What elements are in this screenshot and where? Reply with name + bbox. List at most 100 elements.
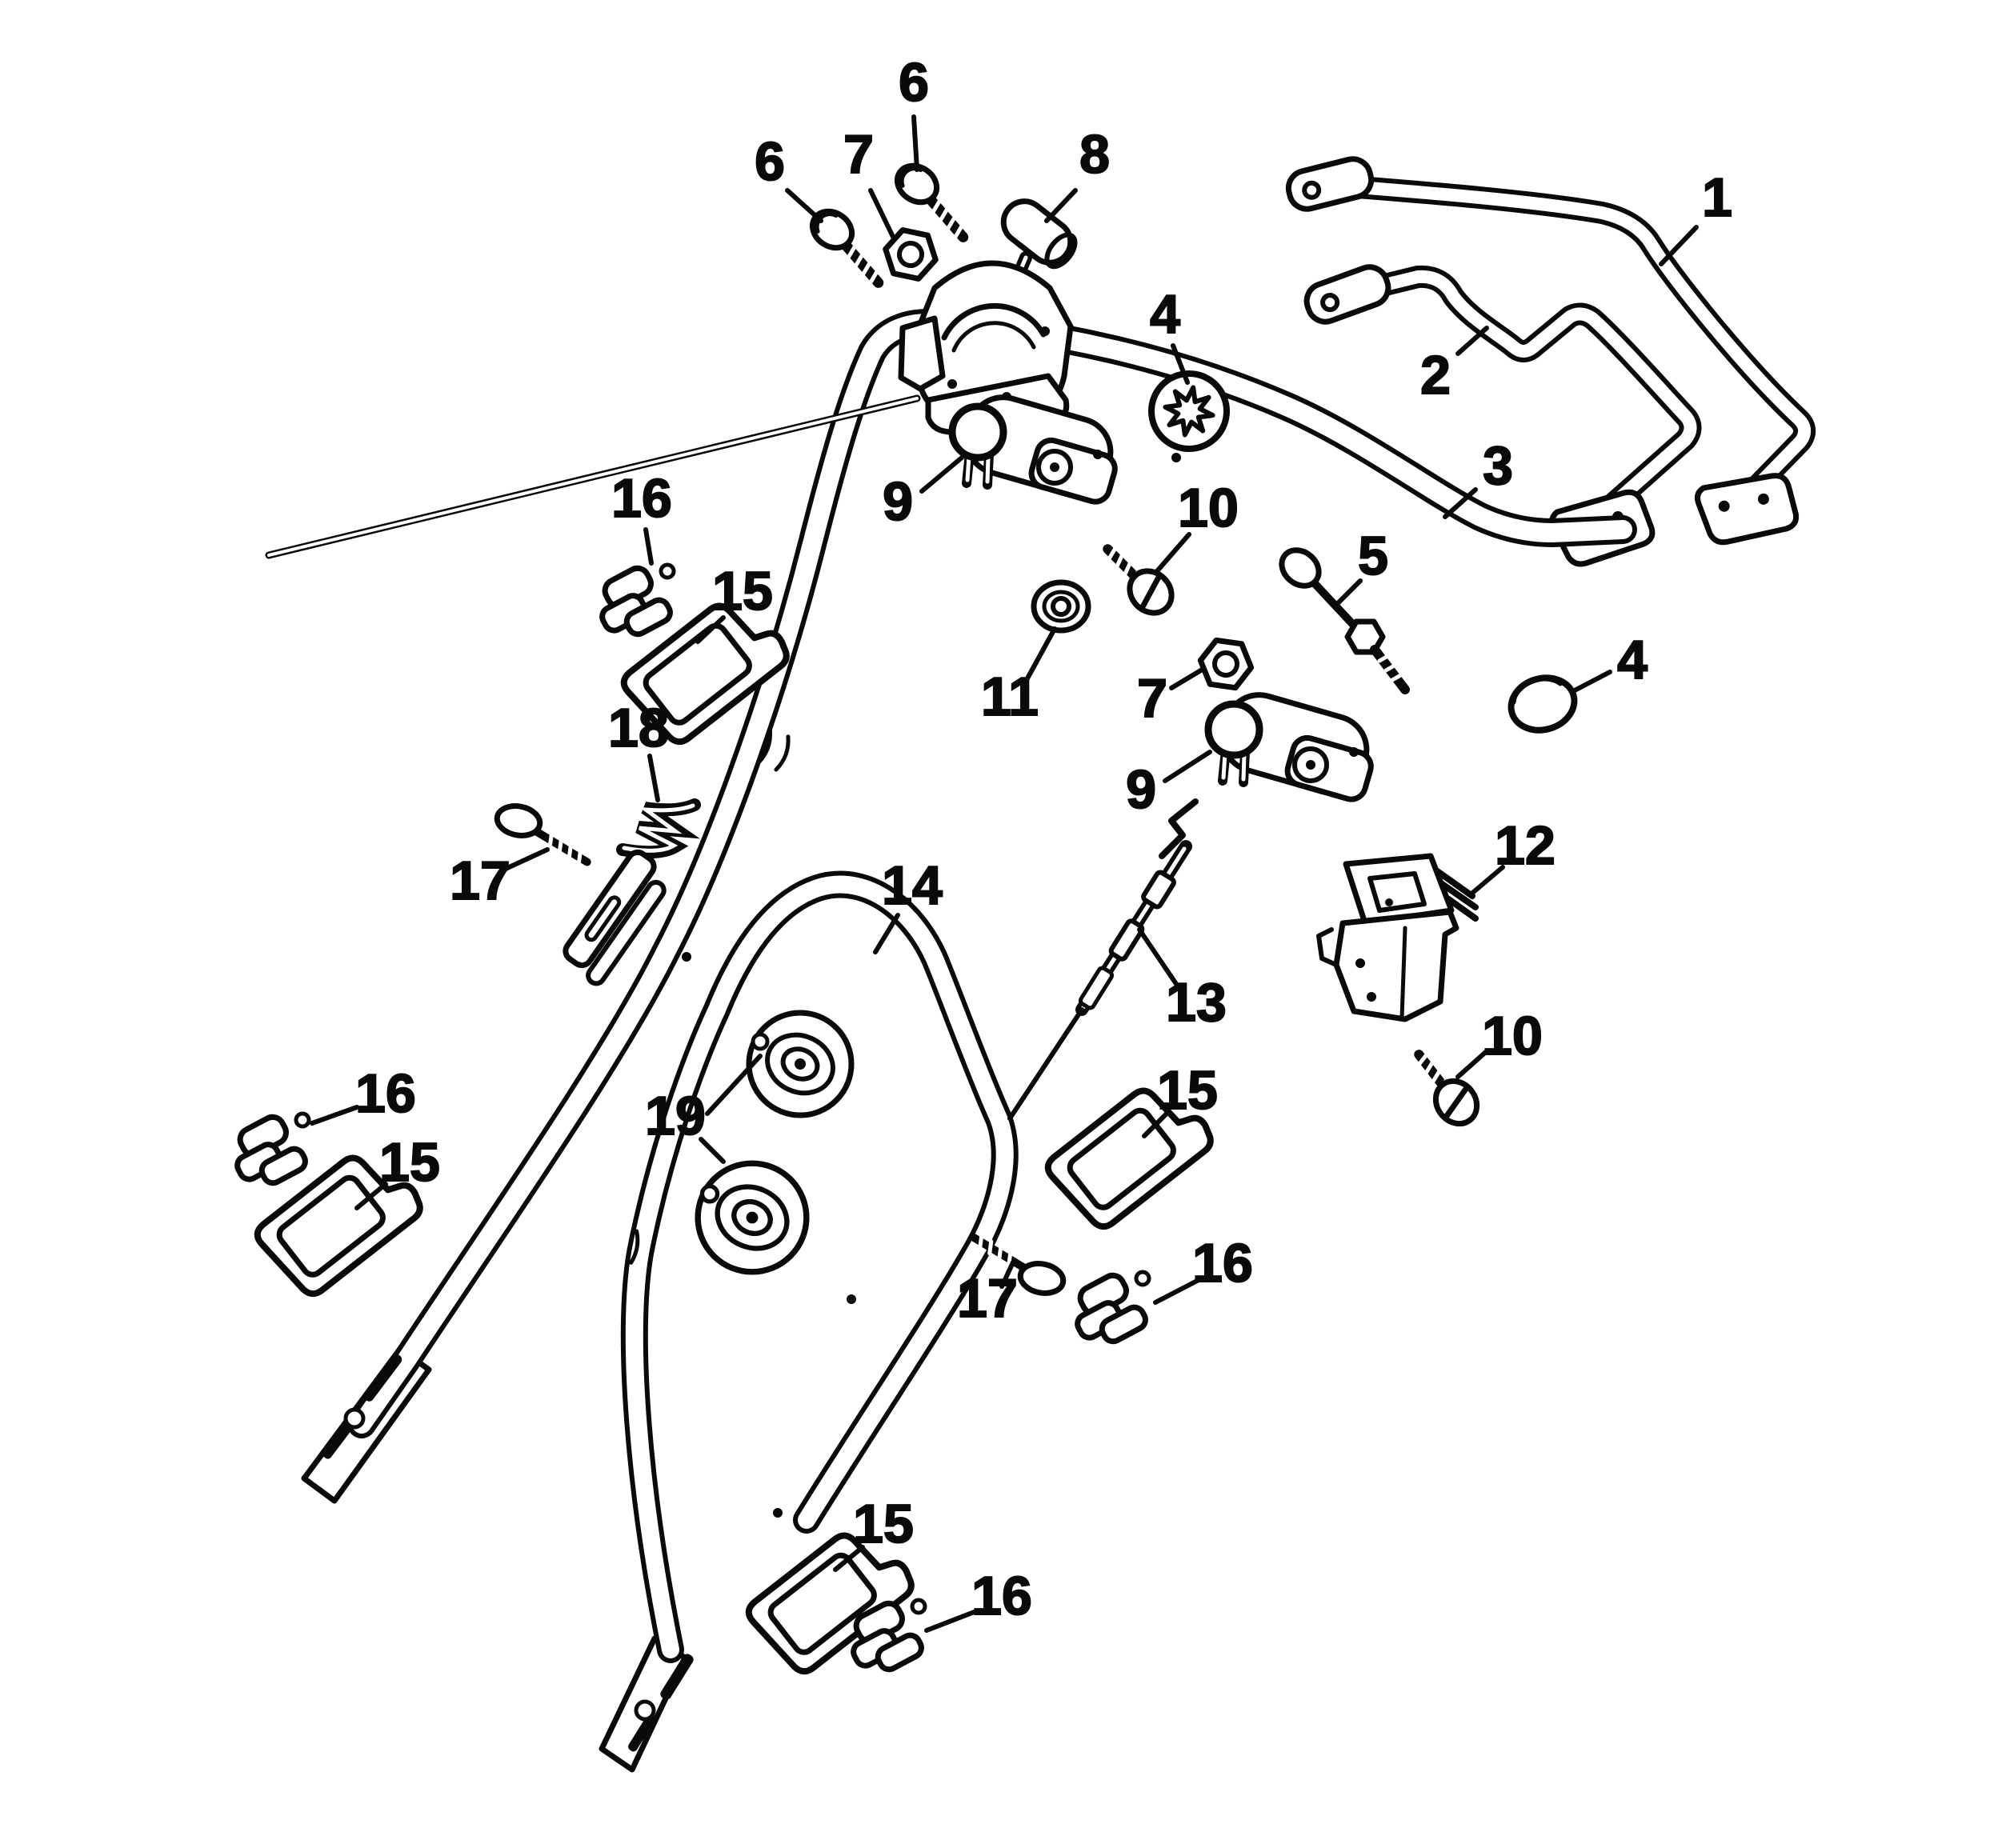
callout-10: 10: [1455, 1005, 1544, 1079]
callout-15: 15: [833, 1493, 915, 1572]
callout-16: 16: [924, 1565, 1033, 1633]
callout-number: 16: [971, 1566, 1032, 1626]
callout-number: 7: [843, 124, 874, 185]
callout-15: 15: [1142, 1059, 1219, 1138]
callout-11: 11: [980, 626, 1057, 728]
callout-2: 2: [1419, 326, 1489, 406]
callout-leader: [1137, 927, 1179, 986]
part-14-lower-handle: [599, 885, 1005, 1773]
callout-leader: [1171, 343, 1190, 385]
callout-leader: [868, 188, 895, 239]
callout-leader: [873, 913, 900, 954]
callout-10: 10: [1155, 477, 1239, 574]
part-13-control-cable: [1007, 798, 1199, 1121]
callout-leader: [354, 1182, 388, 1210]
callout-number: 16: [355, 1063, 416, 1124]
callout-leader: [643, 527, 654, 566]
callout-leader: [705, 1054, 763, 1116]
callout-leader: [1332, 578, 1363, 609]
callout-leader: [1169, 666, 1206, 690]
callout-16: 16: [611, 467, 673, 566]
part-11-flange-nut: [1031, 579, 1091, 634]
callout-number: 13: [1166, 972, 1227, 1033]
callout-number: 6: [755, 131, 785, 192]
callout-leader: [1659, 225, 1699, 266]
callout-18: 18: [607, 697, 670, 802]
callout-leader: [503, 847, 550, 871]
callout-number: 10: [1178, 478, 1239, 538]
callout-leader: [695, 615, 726, 644]
callout-6: 6: [754, 130, 823, 223]
callout-leader: [699, 1137, 726, 1164]
handle-mount-bar: [563, 849, 667, 986]
callout-6: 6: [898, 51, 930, 172]
callout-15: 15: [695, 560, 774, 644]
callout-leader: [911, 114, 919, 172]
callout-number: 15: [712, 561, 773, 622]
callout-leader: [924, 1609, 979, 1633]
callout-number: 5: [1358, 526, 1388, 586]
callout-number: 16: [611, 468, 672, 529]
callout-4: 4: [1149, 283, 1190, 385]
part-4-star-washer: [1148, 370, 1230, 452]
callout-leader: [833, 1545, 865, 1572]
callout-7: 7: [1136, 666, 1206, 730]
callout-12: 12: [1468, 814, 1556, 897]
callout-leader: [1155, 532, 1191, 574]
callout-number: 12: [1495, 815, 1556, 876]
callout-13: 13: [1137, 927, 1227, 1034]
callout-leader: [1153, 1278, 1201, 1305]
callout-14: 14: [873, 854, 943, 954]
callout-number: 19: [645, 1086, 706, 1146]
callout-leader: [1025, 626, 1057, 681]
part-19-knob-upper: [749, 1013, 851, 1115]
part-5-bolt: [1279, 547, 1410, 694]
callout-16: 16: [1153, 1232, 1254, 1305]
part-19-knob-lower: [698, 1163, 807, 1272]
callout-number: 11: [981, 666, 1039, 727]
callout-number: 15: [379, 1132, 440, 1193]
callout-number: 10: [1482, 1006, 1543, 1066]
callout-4: 4: [1571, 629, 1648, 694]
callout-number: 6: [899, 52, 929, 113]
callout-16: 16: [310, 1062, 417, 1126]
callout-number: 4: [1150, 284, 1180, 345]
callout-number: 1: [1702, 167, 1732, 228]
callout-number: 9: [883, 471, 913, 532]
callout-leader: [1455, 326, 1489, 356]
callout-number: 7: [1137, 668, 1167, 729]
callout-number: 14: [882, 855, 943, 916]
callout-15: 15: [354, 1131, 441, 1210]
callout-number: 8: [1079, 124, 1110, 185]
callout-number: 3: [1483, 435, 1513, 496]
callout-leader: [999, 1260, 1015, 1289]
callout-19: 19: [644, 1054, 763, 1164]
callout-number: 18: [608, 698, 669, 758]
callout-number: 15: [1157, 1060, 1218, 1121]
callout-number: 17: [450, 850, 511, 911]
callout-number: 15: [853, 1494, 914, 1554]
callout-17: 17: [956, 1260, 1019, 1330]
part-4-cap: [1508, 674, 1578, 734]
callout-number: 9: [1126, 759, 1156, 820]
callout-leader: [1044, 188, 1078, 223]
callout-leader: [1142, 1111, 1169, 1138]
callout-leader: [1468, 865, 1505, 897]
callout-3: 3: [1443, 434, 1514, 519]
callout-leader: [647, 754, 660, 802]
callout-9: 9: [1125, 750, 1212, 821]
part-3-upper-handle: [301, 323, 1623, 1504]
callout-1: 1: [1659, 166, 1733, 266]
callout-9: 9: [882, 455, 964, 533]
callout-7: 7: [843, 123, 895, 239]
callout-17: 17: [449, 847, 550, 912]
callout-number: 17: [957, 1268, 1018, 1329]
callout-leader: [1455, 1049, 1489, 1079]
callout-8: 8: [1044, 123, 1111, 223]
callout-leader: [785, 188, 823, 223]
callout-number: 4: [1617, 630, 1648, 690]
callout-leader: [919, 455, 964, 494]
